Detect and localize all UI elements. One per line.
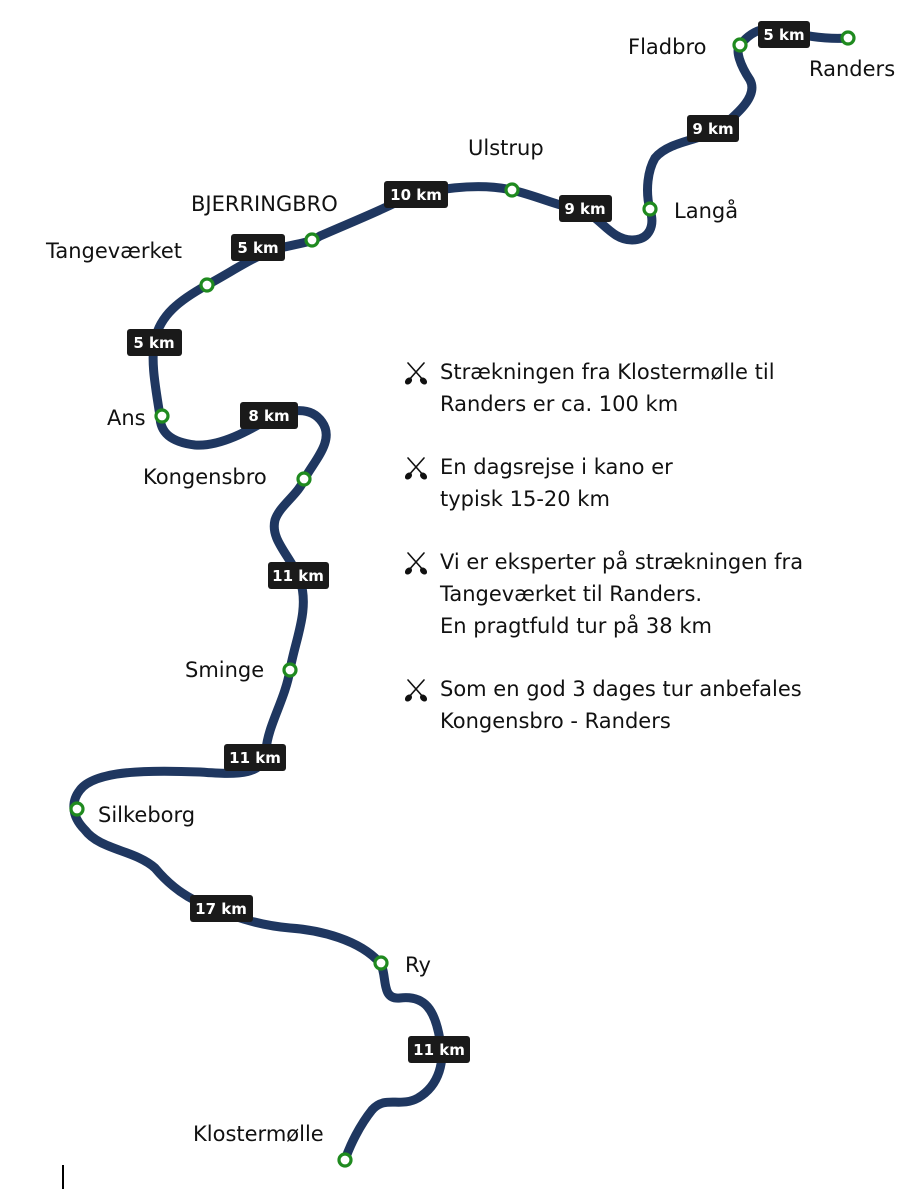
distance-label: 9 km	[692, 120, 733, 138]
info-line: Vi er eksperter på strækningen fra	[440, 550, 804, 574]
place-label-ulstrup: Ulstrup	[468, 136, 544, 160]
distance-badge: 9 km	[687, 115, 739, 142]
distance-badge: 5 km	[231, 234, 285, 261]
distance-badge: 17 km	[190, 895, 253, 922]
stop-silkeborg	[69, 801, 85, 817]
crossed-paddles-icon	[404, 679, 428, 702]
place-label-ry: Ry	[405, 953, 431, 977]
stop-randers	[840, 30, 856, 46]
info-line: Kongensbro - Randers	[440, 709, 671, 733]
info-line: En dagsrejse i kano er	[440, 455, 673, 479]
distance-label: 5 km	[133, 334, 174, 352]
info-line: Som en god 3 dages tur anbefales	[440, 677, 802, 701]
distance-label: 5 km	[237, 239, 278, 257]
crossed-paddles-icon	[404, 552, 428, 575]
crossed-paddles-icon	[404, 457, 428, 480]
distance-badge: 11 km	[268, 562, 329, 589]
distance-badge: 10 km	[384, 181, 448, 208]
text-cursor	[62, 1165, 64, 1189]
place-label-klostermoelle: Klostermølle	[193, 1122, 324, 1146]
place-label-silkeborg: Silkeborg	[98, 803, 195, 827]
distance-badge: 5 km	[758, 21, 810, 48]
distance-badge: 5 km	[127, 329, 182, 356]
distance-label: 5 km	[763, 26, 804, 44]
distance-label: 8 km	[248, 407, 289, 425]
distance-badge: 11 km	[224, 744, 286, 771]
stop-langaa	[642, 201, 658, 217]
stop-fladbro	[732, 37, 748, 53]
stop-sminge	[282, 662, 298, 678]
place-label-bjerringbro: BJERRINGBRO	[191, 192, 338, 216]
distance-badge: 11 km	[408, 1036, 470, 1063]
crossed-paddles-icon	[404, 362, 428, 385]
info-line: Tangeværket til Randers.	[440, 582, 703, 606]
stop-ans	[154, 408, 170, 424]
place-label-kongensbro: Kongensbro	[143, 465, 267, 489]
info-line: typisk 15-20 km	[440, 487, 610, 511]
info-item: En dagsrejse i kano er typisk 15-20 km	[404, 451, 904, 515]
info-line: Strækningen fra Klostermølle til	[440, 360, 775, 384]
place-label-ans: Ans	[107, 406, 146, 430]
place-label-randers: Randers	[809, 57, 895, 81]
info-item: Vi er eksperter på strækningen fra Tange…	[404, 546, 904, 642]
distance-label: 11 km	[272, 567, 324, 585]
stop-klostermoelle	[337, 1152, 353, 1168]
distance-label: 17 km	[195, 900, 247, 918]
info-item: Som en god 3 dages tur anbefales Kongens…	[404, 673, 904, 737]
place-label-sminge: Sminge	[185, 658, 264, 682]
stop-kongensbro	[296, 471, 312, 487]
stop-ulstrup	[504, 182, 520, 198]
distance-badge: 8 km	[240, 402, 298, 429]
info-line: En pragtfuld tur på 38 km	[440, 614, 712, 638]
info-list: Strækningen fra Klostermølle til Randers…	[404, 356, 904, 768]
place-label-tangevaerket: Tangeværket	[45, 239, 182, 263]
distance-label: 11 km	[229, 749, 281, 767]
place-label-langaa: Langå	[674, 198, 738, 223]
place-label-fladbro: Fladbro	[628, 35, 706, 59]
info-item: Strækningen fra Klostermølle til Randers…	[404, 356, 904, 420]
info-line: Randers er ca. 100 km	[440, 392, 679, 416]
stop-ry	[373, 955, 389, 971]
stop-bjerringbro	[304, 232, 320, 248]
stop-tangevaerket	[199, 277, 215, 293]
distance-label: 10 km	[390, 186, 442, 204]
distance-label: 9 km	[564, 200, 605, 218]
distance-badge: 9 km	[559, 195, 612, 222]
distance-label: 11 km	[413, 1041, 465, 1059]
